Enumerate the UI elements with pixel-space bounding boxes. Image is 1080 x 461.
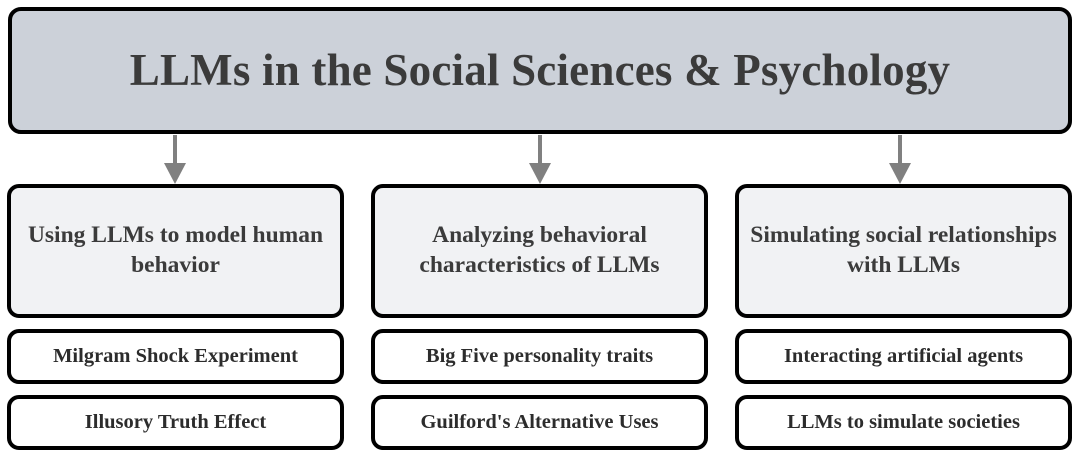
column-3-item-1-text: Interacting artificial agents bbox=[783, 345, 1024, 368]
column-1-item-2-text: Illusory Truth Effect bbox=[84, 411, 267, 434]
arrow-stem bbox=[898, 135, 902, 165]
column-2-item-2-text: Guilford's Alternative Uses bbox=[420, 411, 659, 434]
arrow-head bbox=[164, 163, 186, 184]
arrow-head bbox=[529, 163, 551, 184]
diagram-title-text: LLMs in the Social Sciences & Psychology bbox=[129, 44, 951, 95]
column-2-heading-text: Analyzing behavioral characteristics of … bbox=[419, 222, 660, 278]
column-1-item-1-text: Milgram Shock Experiment bbox=[53, 345, 298, 368]
column-2-item-2-box[interactable]: Guilford's Alternative Uses bbox=[371, 395, 708, 450]
column-1-heading-box[interactable]: Using LLMs to model human behavior bbox=[7, 184, 344, 318]
column-3: Simulating social relationships with LLM… bbox=[735, 184, 1072, 450]
column-3-heading-text: Simulating social relationships with LLM… bbox=[750, 222, 1057, 278]
column-2-heading-box[interactable]: Analyzing behavioral characteristics of … bbox=[371, 184, 708, 318]
column-2-item-1-text: Big Five personality traits bbox=[425, 345, 654, 368]
column-3-heading-box[interactable]: Simulating social relationships with LLM… bbox=[735, 184, 1072, 318]
down-arrow-column-1 bbox=[164, 135, 186, 184]
down-arrow-column-3 bbox=[889, 135, 911, 184]
column-1-item-2-box[interactable]: Illusory Truth Effect bbox=[7, 395, 344, 450]
column-2-item-1-box[interactable]: Big Five personality traits bbox=[371, 329, 708, 384]
column-1-heading-text: Using LLMs to model human behavior bbox=[27, 222, 324, 278]
column-2: Analyzing behavioral characteristics of … bbox=[371, 184, 708, 450]
arrow-head bbox=[889, 163, 911, 184]
arrow-stem bbox=[173, 135, 177, 165]
arrow-stem bbox=[538, 135, 542, 165]
diagram-title-box: LLMs in the Social Sciences & Psychology bbox=[8, 7, 1072, 134]
down-arrow-column-2 bbox=[529, 135, 551, 184]
column-3-item-2-box[interactable]: LLMs to simulate societies bbox=[735, 395, 1072, 450]
column-3-item-1-box[interactable]: Interacting artificial agents bbox=[735, 329, 1072, 384]
column-1-item-1-box[interactable]: Milgram Shock Experiment bbox=[7, 329, 344, 384]
column-3-item-2-text: LLMs to simulate societies bbox=[787, 411, 1020, 434]
column-1: Using LLMs to model human behavior Milgr… bbox=[7, 184, 344, 450]
